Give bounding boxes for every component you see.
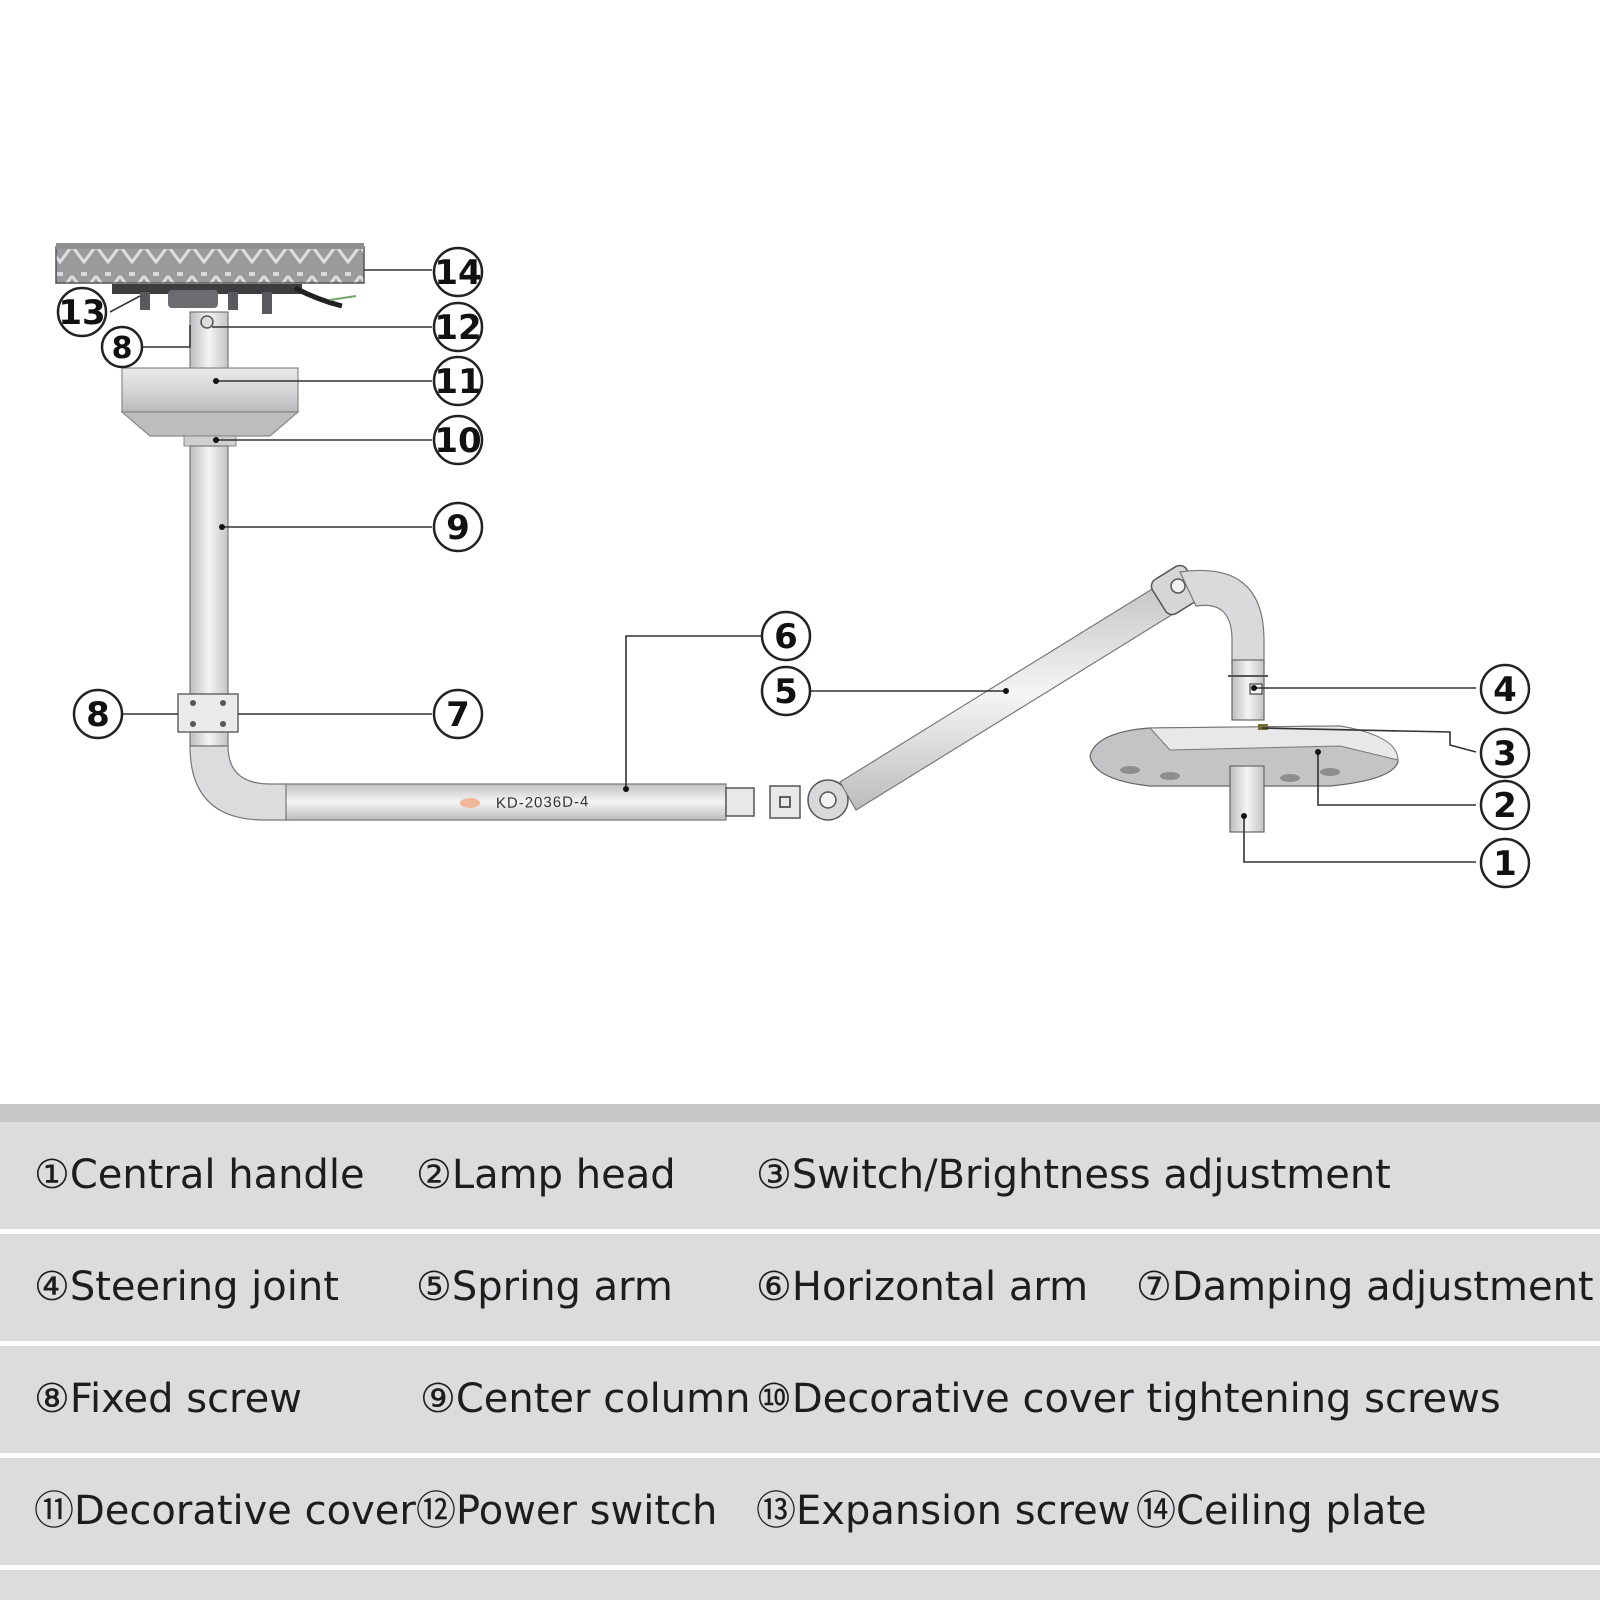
damping-clamp: [177, 693, 239, 733]
callout-1: 1: [1479, 837, 1531, 889]
callout-7: 7: [432, 688, 484, 740]
legend-item-fixed-screw: ⑧Fixed screw: [34, 1376, 302, 1422]
legend-row: ⑧Fixed screw ⑨Center column ⑩Decorative …: [0, 1346, 1600, 1458]
legend-item-steering-joint: ④Steering joint: [34, 1264, 339, 1310]
spring-arm: [807, 564, 1202, 821]
svg-text:5: 5: [774, 672, 798, 712]
svg-text:6: 6: [774, 617, 798, 657]
legend-item-horizontal-arm: ⑥Horizontal arm: [756, 1264, 1089, 1310]
callout-13: 13: [56, 286, 108, 338]
steering-joint: [1228, 659, 1268, 721]
callout-3: 3: [1479, 727, 1531, 779]
callout-11: 11: [432, 355, 484, 407]
parts-legend: ①Central handle ②Lamp head ③Switch/Brigh…: [0, 1104, 1600, 1600]
legend-item-expansion-screw: ⑬Expansion screw: [756, 1488, 1131, 1534]
callout-10: 10: [432, 414, 484, 466]
svg-text:12: 12: [434, 308, 481, 348]
callout-5: 5: [760, 665, 812, 717]
svg-text:4: 4: [1493, 670, 1517, 710]
svg-text:7: 7: [446, 695, 470, 735]
arm-elbow: [189, 745, 289, 821]
svg-text:2: 2: [1493, 786, 1517, 826]
leader-dots: [213, 378, 1321, 819]
legend-item-ceiling-plate: ⑭Ceiling plate: [1136, 1488, 1427, 1534]
svg-text:10: 10: [434, 421, 481, 461]
callout-14: 14: [432, 246, 484, 298]
svg-text:3: 3: [1493, 734, 1517, 774]
legend-item-decorative-cover: ⑪Decorative cover: [34, 1488, 416, 1534]
ceiling-mount: [112, 284, 357, 314]
legend-item-center-column: ⑨Center column: [420, 1376, 751, 1422]
power-switch-knob: [200, 315, 214, 329]
svg-text:8: 8: [86, 695, 110, 735]
steering-elbow: [1179, 569, 1265, 663]
legend-row: ⑪Decorative cover ⑫Power switch ⑬Expansi…: [0, 1458, 1600, 1570]
callout-4: 4: [1479, 663, 1531, 715]
svg-text:9: 9: [446, 508, 470, 548]
central-handle: [1229, 765, 1265, 833]
legend-item-lamp-head: ②Lamp head: [416, 1152, 676, 1198]
legend-item-spring-arm: ⑤Spring arm: [416, 1264, 673, 1310]
lamp-structure-diagram: KD-2036D-4: [55, 243, 1531, 889]
legend-item-switch-brightness: ③Switch/Brightness adjustment: [756, 1152, 1391, 1198]
legend-item-central-handle: ①Central handle: [34, 1152, 365, 1198]
callout-8-lower: 8: [72, 688, 124, 740]
callout-6: 6: [760, 610, 812, 662]
svg-text:11: 11: [434, 362, 481, 402]
callout-2: 2: [1479, 779, 1531, 831]
horizontal-arm: KD-2036D-4: [285, 783, 801, 821]
legend-item-cover-screws: ⑩Decorative cover tightening screws: [756, 1376, 1501, 1422]
legend-row: ①Central handle ②Lamp head ③Switch/Brigh…: [0, 1122, 1600, 1234]
model-label: KD-2036D-4: [496, 793, 590, 812]
legend-item-damping-adjustment: ⑦Damping adjustment: [1136, 1264, 1594, 1310]
svg-text:13: 13: [58, 293, 105, 333]
decorative-cover: [120, 367, 300, 447]
legend-row: ④Steering joint ⑤Spring arm ⑥Horizontal …: [0, 1234, 1600, 1346]
lamp-head: [1089, 724, 1399, 787]
callout-12: 12: [432, 301, 484, 353]
svg-text:14: 14: [434, 253, 481, 293]
svg-text:1: 1: [1493, 844, 1517, 884]
legend-item-power-switch: ⑫Power switch: [416, 1488, 718, 1534]
ceiling-plate: [55, 243, 365, 284]
callout-8-upper: 8: [100, 325, 144, 369]
leader-lines: [109, 269, 1477, 863]
svg-text:8: 8: [112, 331, 133, 366]
callout-9: 9: [432, 501, 484, 553]
